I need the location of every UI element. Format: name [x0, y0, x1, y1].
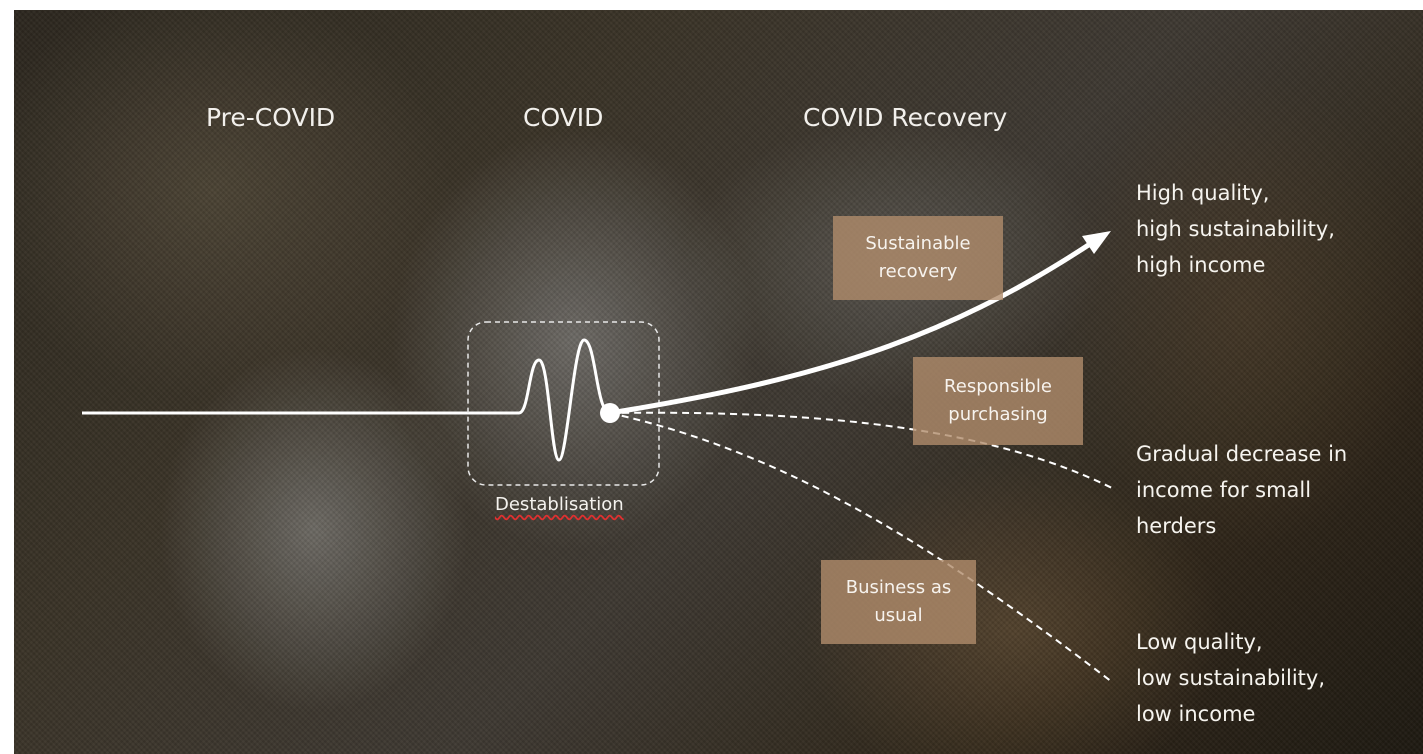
outcome-gradual-decrease: Gradual decrease in income for small her…	[1136, 436, 1347, 544]
burlap-background-photo	[14, 10, 1423, 754]
outcome-low-line-3: low income	[1136, 702, 1256, 726]
outcome-high-line-3: high income	[1136, 253, 1266, 277]
tag-sustainable-recovery: Sustainable recovery	[833, 216, 1003, 300]
phase-covid: COVID	[523, 103, 604, 132]
arrowhead-icon	[1082, 231, 1111, 254]
phase-covid-recovery: COVID Recovery	[803, 103, 1008, 132]
phase-pre-covid: Pre-COVID	[206, 103, 336, 132]
sustainable-recovery-arrow	[609, 241, 1092, 416]
destabilisation-label: Destablisation	[495, 494, 624, 515]
trajectory-diagram	[82, 231, 1113, 683]
tag-responsible-line-2: purchasing	[948, 404, 1048, 425]
slide: Pre-COVID COVID COVID Recovery Destablis…	[14, 10, 1423, 754]
outcome-low-line-1: Low quality,	[1136, 630, 1263, 654]
outcome-gradual-line-2: income for small	[1136, 478, 1312, 502]
responsible-purchasing-path	[609, 411, 1113, 489]
outcome-low-line-2: low sustainability,	[1136, 666, 1326, 690]
outcome-high-line-2: high sustainability,	[1136, 217, 1335, 241]
outcome-high: High quality, high sustainability, high …	[1136, 175, 1335, 283]
tag-responsible-purchasing: Responsible purchasing	[913, 357, 1083, 445]
outcome-gradual-line-1: Gradual decrease in	[1136, 442, 1348, 466]
destabilisation-box	[467, 321, 660, 486]
tag-sustainable-line-2: recovery	[878, 261, 958, 282]
tag-business-line-1: Business as	[845, 577, 952, 598]
destabilisation-wave	[518, 338, 611, 462]
tag-business-line-2: usual	[874, 605, 923, 626]
outcome-gradual-line-3: herders	[1136, 514, 1217, 538]
tag-sustainable-line-1: Sustainable	[865, 233, 971, 254]
outcome-high-line-1: High quality,	[1136, 181, 1270, 205]
tag-responsible-line-1: Responsible	[944, 376, 1052, 397]
outcome-low: Low quality, low sustainability, low inc…	[1136, 624, 1325, 732]
business-as-usual-path	[609, 412, 1113, 683]
tag-business-as-usual: Business as usual	[821, 560, 976, 644]
origin-node	[600, 403, 620, 423]
